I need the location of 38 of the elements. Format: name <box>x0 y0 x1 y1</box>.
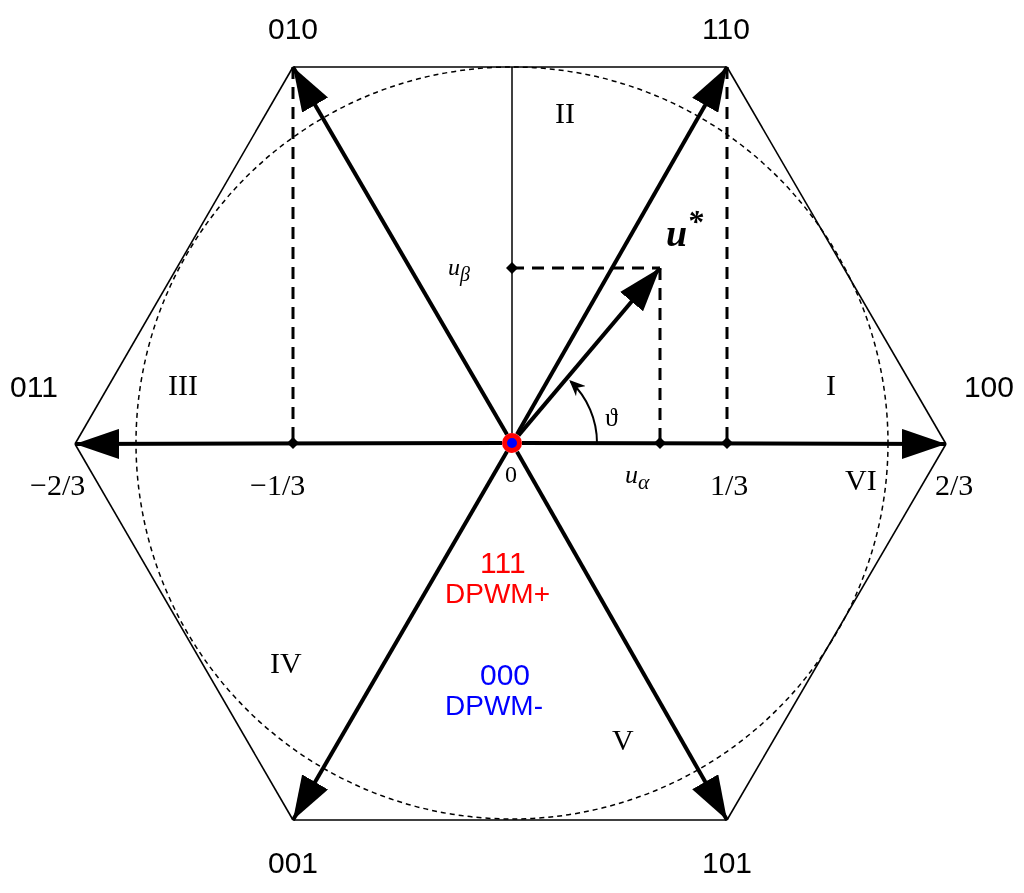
vector-arrow <box>515 66 729 436</box>
axis-value: u$_{β}$ <box>448 255 470 284</box>
sector-numeral: VI <box>845 465 877 495</box>
sector-numeral: IV <box>270 648 302 678</box>
axis-value: −1/3 <box>250 470 306 500</box>
hexagon-side <box>292 66 728 68</box>
hexagon-side <box>292 819 728 821</box>
sector-numeral: III <box>168 370 198 400</box>
switching-state-label: 011 <box>10 372 58 402</box>
switching-state-label: 101 <box>702 848 753 878</box>
axis-value: −2/3 <box>30 470 86 500</box>
switching-state-label: 001 <box>268 848 319 878</box>
vector-arrow <box>291 450 509 821</box>
switching-state-label: 110 <box>702 14 750 44</box>
hexagon-side <box>726 66 947 445</box>
axis-value: u$_{α}$ <box>625 462 650 494</box>
method-label: DPWM- <box>445 692 543 720</box>
switching-state-label: 111 <box>480 548 526 578</box>
vector-arrow <box>75 428 502 459</box>
vector-label: u$^{*}$ <box>666 203 703 253</box>
axis-value: 2/3 <box>935 470 974 500</box>
hexagon-side <box>74 443 294 821</box>
axis-value: 0 <box>505 462 517 486</box>
sector-numeral: V <box>612 725 634 755</box>
method-label: DPWM+ <box>445 580 550 608</box>
axis-value: 1/3 <box>710 470 749 500</box>
hexagon-side <box>726 443 947 821</box>
vector-arrow <box>522 428 946 459</box>
angle-label: ϑ <box>605 405 618 431</box>
hexagon-side <box>74 66 294 445</box>
vector-arrow <box>515 450 729 821</box>
vector-arrow <box>516 266 662 437</box>
switching-state-label: 010 <box>268 14 319 44</box>
vector-arrow <box>291 66 509 436</box>
sector-numeral: I <box>826 370 836 400</box>
switching-state-label: 100 <box>963 372 1014 402</box>
sector-numeral: II <box>555 98 575 128</box>
switching-state-label: 000 <box>480 660 531 690</box>
